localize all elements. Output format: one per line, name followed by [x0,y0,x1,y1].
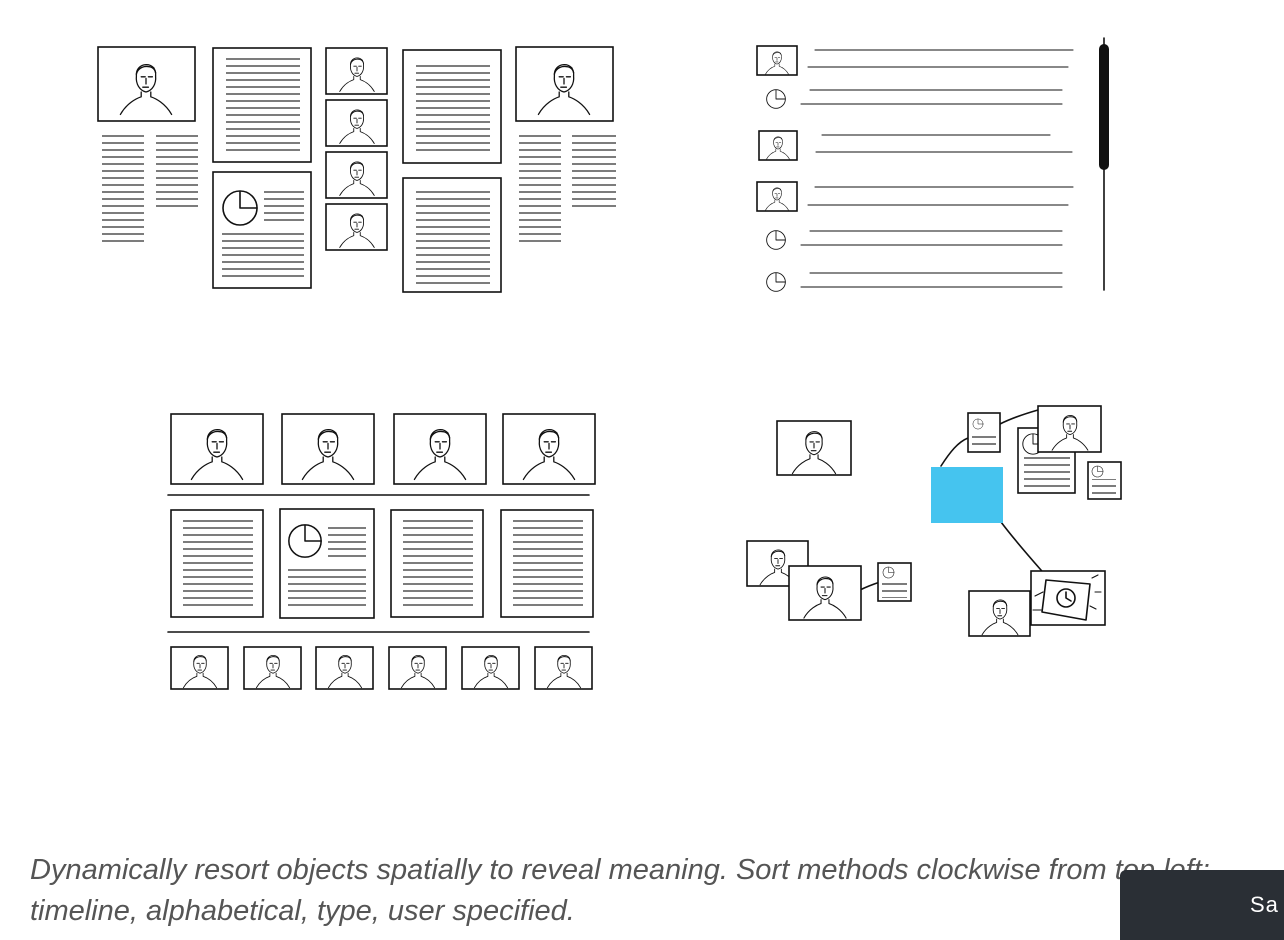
panel-type [167,413,596,690]
save-button[interactable]: Sa [1120,870,1284,940]
accent-square [931,467,1003,523]
panel-user-specified [746,405,1122,637]
save-button-label: Sa [1250,892,1279,917]
sorting-illustration [97,37,1122,690]
panel-timeline [97,46,616,293]
panel-alphabetical [756,37,1109,292]
figure-caption: Dynamically resort objects spatially to … [30,854,1210,927]
